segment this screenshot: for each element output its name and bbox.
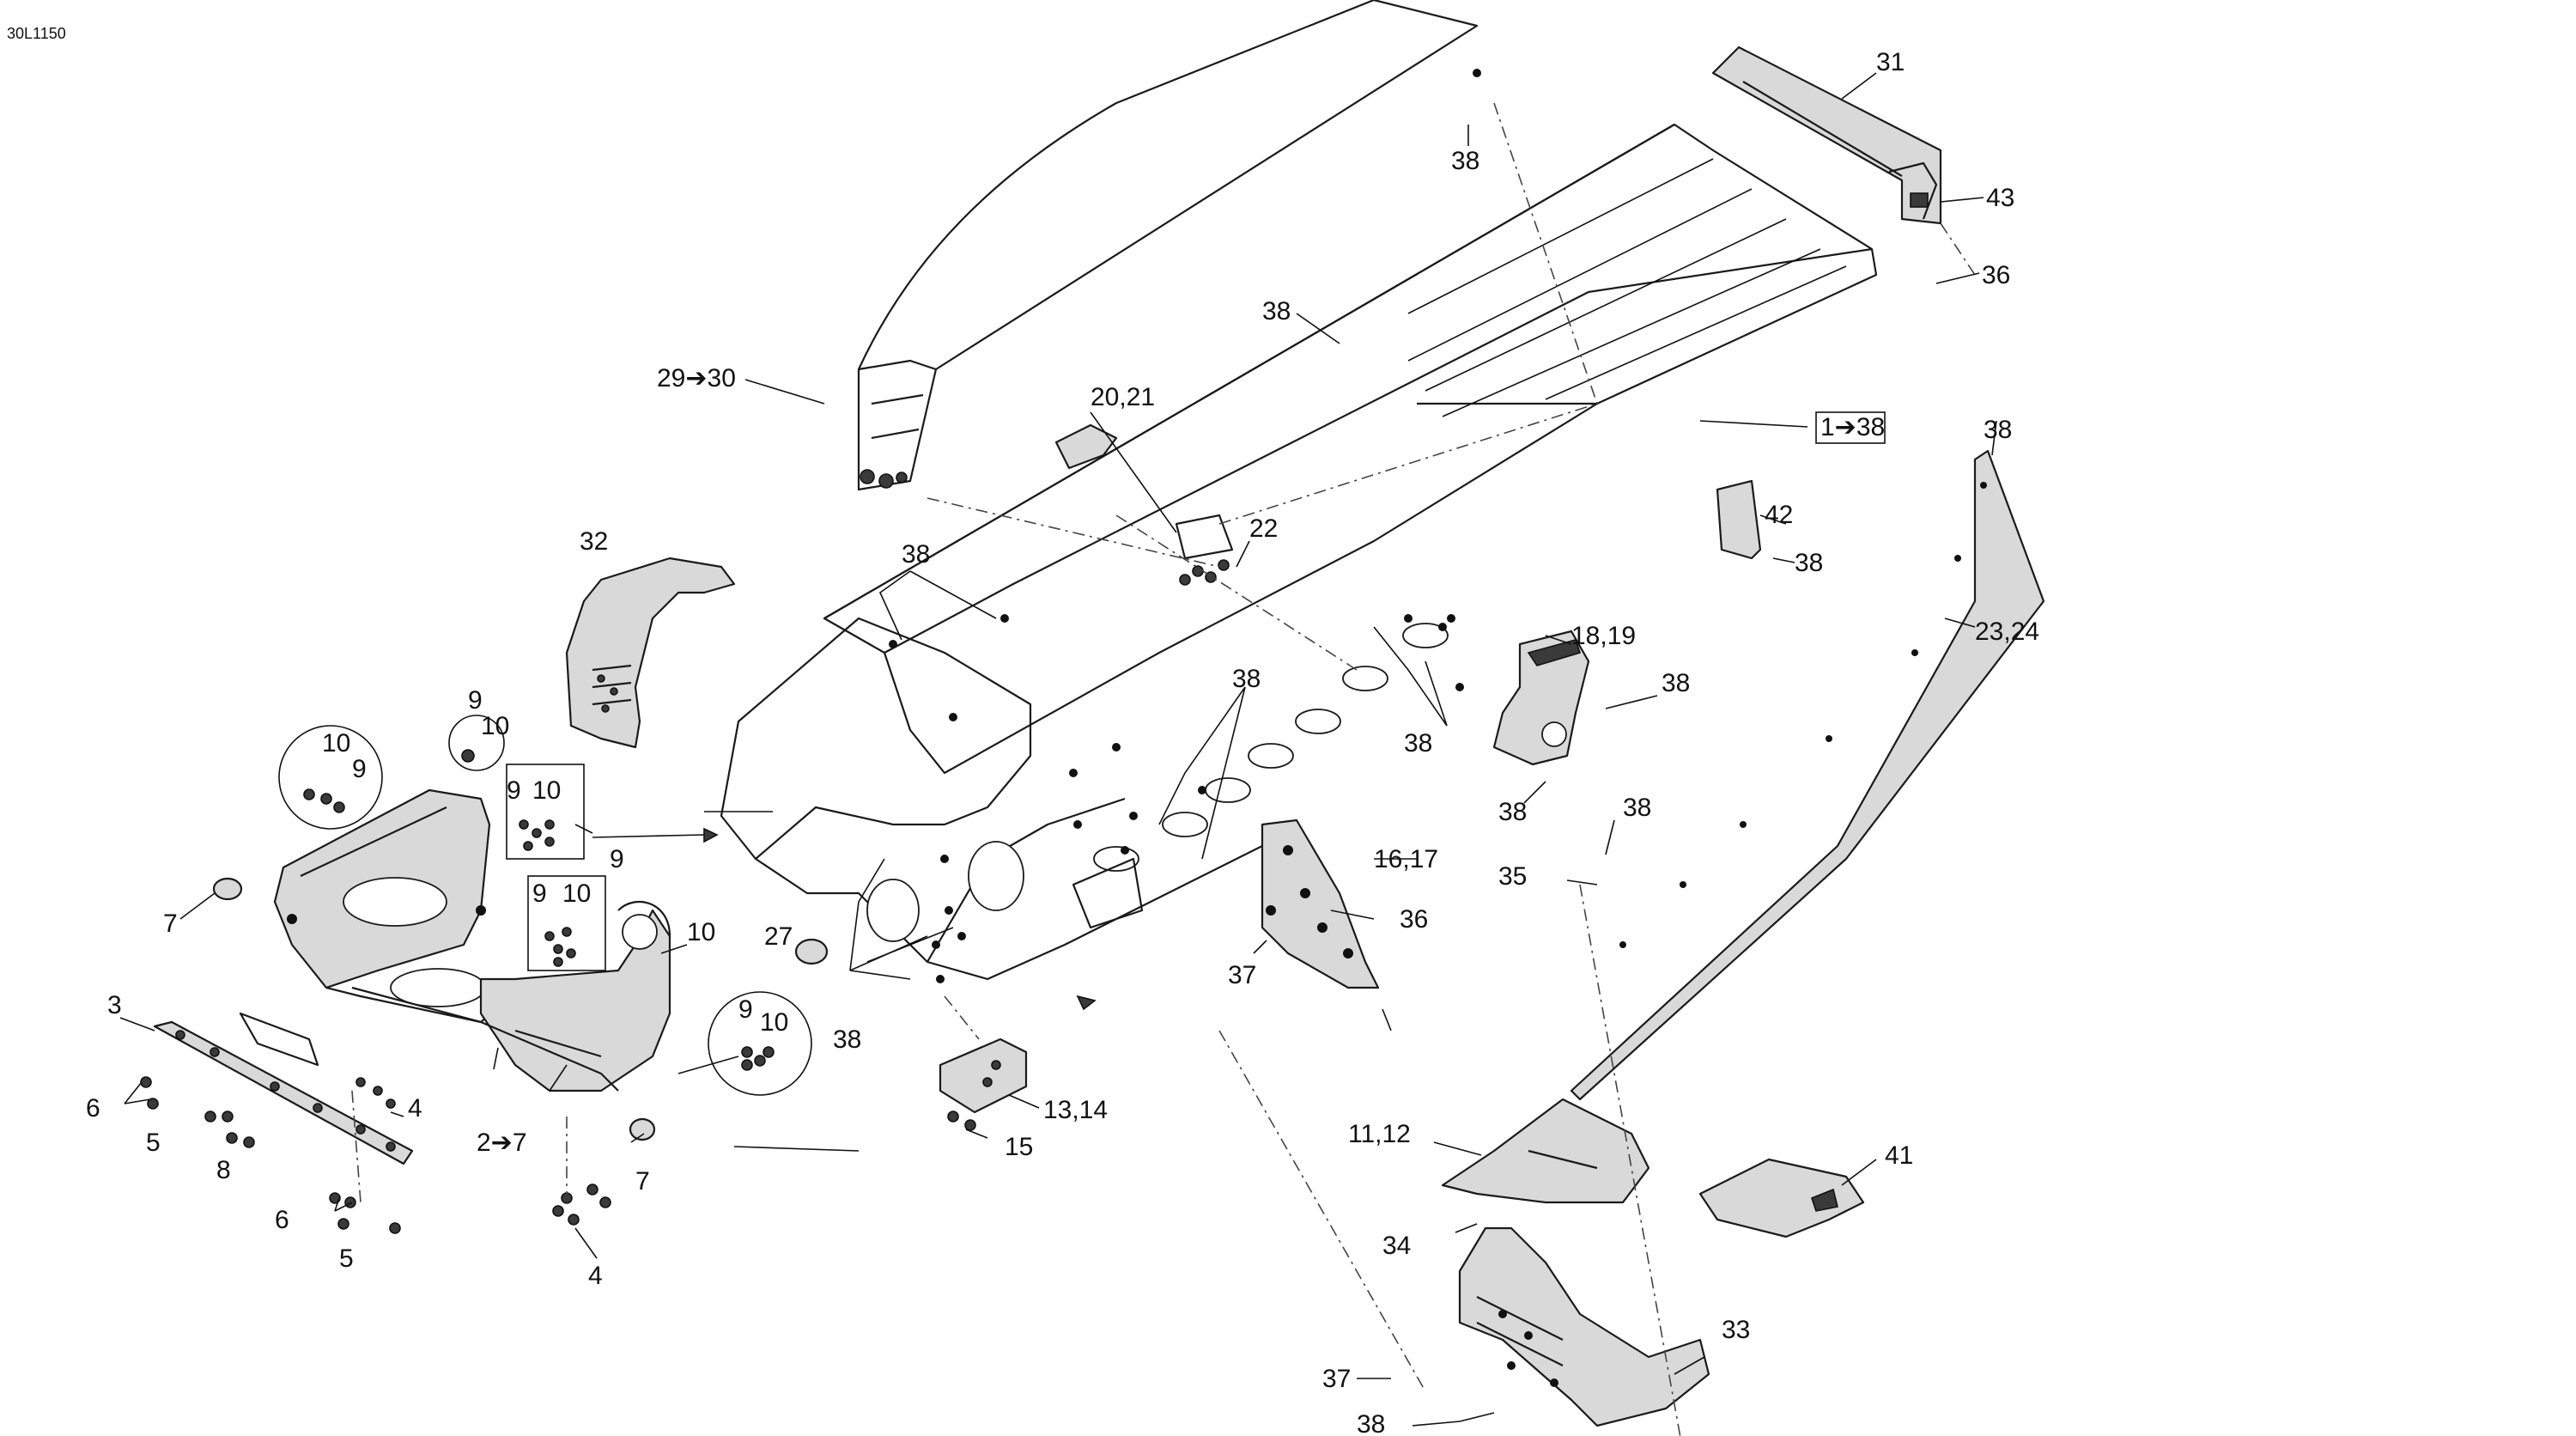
callout-7-b: 7 [635, 1167, 650, 1196]
callout-6-b: 6 [275, 1206, 289, 1234]
callout-38-j: 38 [1623, 794, 1651, 822]
rear-bumper-31 [1711, 46, 1942, 225]
callout-9-e: 9 [532, 879, 547, 908]
detail-box-2 [527, 875, 606, 971]
detail-circle-3 [708, 991, 812, 1096]
callout-5-a: 5 [146, 1129, 161, 1157]
callout-3: 3 [107, 991, 122, 1019]
callout-38-e: 38 [902, 540, 930, 569]
callout-13-14: 13,14 [1043, 1096, 1108, 1124]
callout-9-f: 9 [738, 995, 753, 1024]
callout-32: 32 [580, 527, 608, 556]
callout-2-7: 2➔7 [477, 1129, 527, 1157]
running-board-23-24 [1570, 449, 2045, 1101]
callout-labels: 31 43 36 38 38 29➔30 20,21 1➔38 38 42 38… [86, 48, 2039, 1436]
callout-38-b: 38 [1262, 297, 1291, 326]
tunnel-assembly [720, 123, 1878, 983]
callout-35: 35 [1498, 862, 1527, 891]
callout-38-a: 38 [1451, 147, 1479, 175]
bracket-20-21 [1054, 423, 1234, 586]
callout-37-b: 37 [1322, 1365, 1351, 1393]
callout-34: 34 [1382, 1232, 1411, 1260]
bracket-33 [1458, 1226, 1710, 1427]
callout-33: 33 [1722, 1316, 1750, 1344]
callout-38-d: 38 [1795, 549, 1823, 577]
arrows [592, 827, 1097, 1011]
reference-code: 30L1150 [7, 25, 66, 42]
alignment-lines [351, 102, 1976, 1436]
detail-circle-1 [278, 725, 383, 830]
plate-13-14 [939, 1037, 1028, 1131]
callout-23-24: 23,24 [1975, 618, 2039, 646]
fasteners-front [140, 1076, 611, 1234]
parts [140, 0, 2045, 1427]
callout-9-a: 9 [468, 686, 483, 715]
callout-9-d: 9 [610, 845, 624, 873]
bracket-32 [565, 557, 736, 749]
callout-27: 27 [764, 922, 793, 951]
callout-29-30: 29➔30 [657, 364, 736, 392]
callout-4-b: 4 [588, 1262, 603, 1290]
callout-10-e: 10 [687, 918, 715, 946]
callout-15: 15 [1005, 1133, 1033, 1161]
callout-4-a: 4 [408, 1094, 422, 1123]
front-bar-3 [153, 1012, 414, 1165]
callout-22: 22 [1249, 514, 1278, 543]
skid-plate [351, 986, 619, 1092]
tunnel-cover-29-30 [857, 0, 1481, 491]
callout-42: 42 [1765, 501, 1793, 529]
callout-38-g: 38 [1662, 669, 1690, 697]
callout-6-a: 6 [86, 1094, 100, 1123]
front-suspension-mount-left [273, 788, 533, 1024]
callout-7-a: 7 [163, 910, 178, 938]
leader-lines [119, 72, 1997, 1427]
detail-callouts [278, 411, 1886, 1096]
callout-38-i: 38 [1498, 798, 1527, 826]
callout-38-l: 38 [1357, 1410, 1385, 1436]
detail-box-3 [1815, 411, 1886, 444]
callout-10-b: 10 [322, 729, 350, 758]
plate-42 [1716, 479, 1762, 560]
callout-10-a: 10 [481, 712, 509, 740]
footrest-11-12 [1441, 1098, 1650, 1204]
callout-20-21: 20,21 [1091, 383, 1155, 411]
cover-41 [1698, 1158, 1865, 1238]
grommet-27 [794, 938, 829, 965]
callout-1-38: 1➔38 [1820, 413, 1885, 441]
callout-9-b: 9 [352, 755, 367, 783]
callout-8: 8 [216, 1156, 231, 1184]
callout-43: 43 [1986, 184, 2014, 212]
callout-36-top: 36 [1982, 261, 2010, 289]
callout-36-b: 36 [1400, 905, 1428, 934]
callout-41: 41 [1885, 1141, 1913, 1170]
callout-18-19: 18,19 [1571, 622, 1636, 650]
front-suspension-mount-right [479, 900, 671, 1092]
callout-37-a: 37 [1228, 961, 1256, 989]
callout-5-b: 5 [339, 1244, 354, 1273]
callout-10-f: 10 [760, 1008, 788, 1037]
callout-38-f: 38 [1232, 665, 1261, 693]
callout-31: 31 [1876, 48, 1905, 76]
callout-38-k: 38 [833, 1025, 861, 1054]
callout-9-c: 9 [507, 776, 521, 805]
bumper-stops-7 [212, 877, 656, 1141]
callout-10-c: 10 [532, 776, 561, 805]
bracket-16-17 [1261, 818, 1380, 989]
callout-38-c: 38 [1984, 416, 2012, 444]
callout-10-d: 10 [562, 879, 591, 908]
detail-box-1 [506, 764, 585, 860]
callout-16-17: 16,17 [1374, 845, 1438, 873]
detail-circle-2 [448, 715, 505, 771]
callout-38-h: 38 [1404, 729, 1432, 758]
callout-11-12: 11,12 [1348, 1120, 1411, 1148]
bracket-18-19 [1492, 630, 1590, 766]
